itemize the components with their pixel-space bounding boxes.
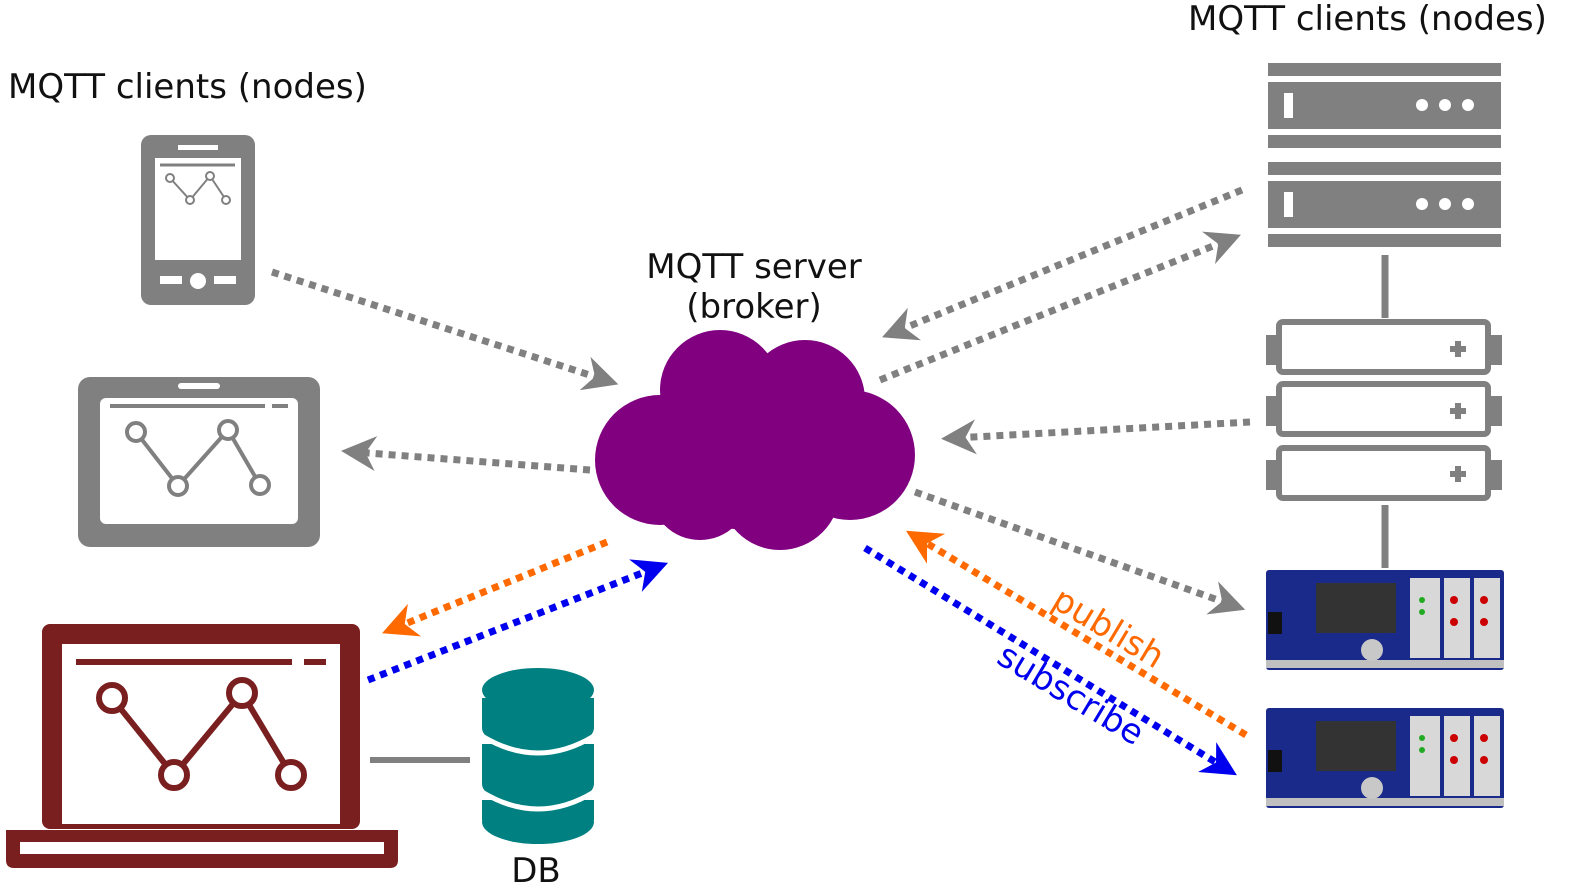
arrow-phone-to-broker: [270, 268, 619, 391]
smartphone-icon: [141, 135, 255, 305]
instrument-icon: [1266, 570, 1504, 670]
arrow-instrument-2-publish: [905, 530, 1248, 739]
arrow-server-to-broker: [882, 186, 1244, 341]
arrow-broker-to-laptop: [382, 538, 609, 637]
tablet-icon: [78, 377, 320, 547]
clients-left-label: MQTT clients (nodes): [8, 67, 367, 107]
cloud-icon: [595, 330, 915, 550]
arrow-battery-to-broker: [941, 418, 1251, 455]
battery-icon: [1266, 319, 1502, 501]
server-icon: [1268, 63, 1501, 247]
laptop-icon: [6, 624, 398, 868]
server-label-line2: (broker): [686, 287, 822, 327]
db-label: DB: [511, 851, 561, 888]
database-icon: [480, 668, 596, 844]
arrow-instrument-2-subscribe: [863, 545, 1237, 776]
arrow-broker-to-instrument-1: [913, 488, 1246, 615]
arrow-broker-to-server: [878, 231, 1241, 384]
instrument-icon: [1266, 708, 1504, 808]
server-label-line1: MQTT server: [646, 247, 861, 287]
clients-right-label: MQTT clients (nodes): [1188, 0, 1547, 39]
arrow-broker-to-tablet: [341, 436, 591, 474]
